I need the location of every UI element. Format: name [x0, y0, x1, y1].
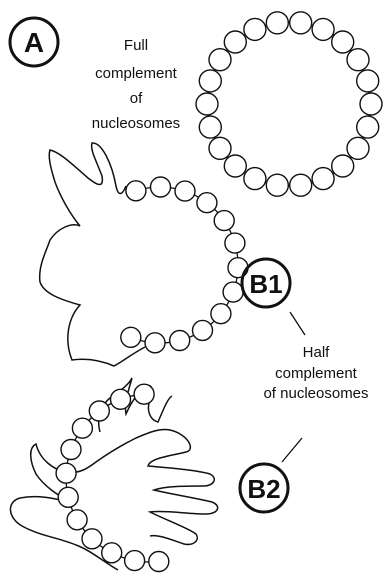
panel-a-nucleosome	[357, 116, 379, 138]
panel-b2-nucleosome	[67, 510, 87, 530]
panel-a-nucleosome	[347, 137, 369, 159]
panel-b1-nucleosome	[175, 181, 195, 201]
panel-a-nucleosome	[312, 168, 334, 190]
panel-a-label: A	[24, 27, 44, 58]
panel-a-nucleosome-ring	[196, 12, 382, 196]
panel-a-nucleosome	[266, 174, 288, 196]
panel-b2-label: B2	[247, 474, 280, 504]
panel-b1-nucleosome	[126, 181, 146, 201]
panel-b1-nucleosome	[170, 331, 190, 351]
panel-b2-nucleosome	[134, 384, 154, 404]
panel-a-nucleosome	[199, 70, 221, 92]
caption-full-line-1: Full	[124, 37, 148, 54]
caption-full: Full complement of nucleosomes	[92, 37, 180, 132]
panel-a-nucleosome	[209, 49, 231, 71]
panel-a-nucleosome	[360, 93, 382, 115]
panel-a-nucleosome	[290, 174, 312, 196]
connector-b1	[290, 312, 305, 335]
panel-b2-badge: B2	[240, 464, 288, 512]
panel-a-nucleosome	[196, 93, 218, 115]
panel-a-nucleosome	[199, 116, 221, 138]
caption-half-line-3: of nucleosomes	[263, 385, 368, 402]
panel-b2-nucleosome	[56, 463, 76, 483]
panel-b2-nucleosome	[89, 401, 109, 421]
panel-b1-nucleosome	[211, 304, 231, 324]
caption-full-line-3: of	[130, 90, 143, 107]
panel-a-nucleosome	[224, 31, 246, 53]
panel-b1-label: B1	[249, 269, 282, 299]
panel-a-nucleosome	[290, 12, 312, 34]
panel-b1-nucleosome	[145, 333, 165, 353]
panel-a-nucleosome	[224, 155, 246, 177]
panel-a-nucleosome	[266, 12, 288, 34]
panel-b2-nucleosome	[102, 543, 122, 563]
panel-a-nucleosome	[332, 31, 354, 53]
panel-a-nucleosome	[209, 137, 231, 159]
panel-b2-nucleosome	[111, 389, 131, 409]
caption-half-line-2: complement	[275, 365, 358, 382]
panel-b2-nucleosome	[125, 551, 145, 571]
caption-half: Half complement of nucleosomes	[263, 344, 368, 402]
panel-b1-nucleosome	[225, 233, 245, 253]
panel-b2-nucleosome	[72, 418, 92, 438]
panel-b1-nucleosome	[214, 211, 234, 231]
panel-b1-nucleosome	[121, 327, 141, 347]
panel-b2-nucleosome	[82, 529, 102, 549]
panel-a-nucleosome	[357, 70, 379, 92]
panel-b1-nucleosome	[223, 282, 243, 302]
panel-a-nucleosome	[244, 168, 266, 190]
panel-b1-badge: B1	[242, 259, 290, 307]
panel-a-nucleosome	[332, 155, 354, 177]
caption-full-line-2: complement	[95, 65, 178, 82]
panel-b1-nucleosome	[197, 193, 217, 213]
panel-b2-nucleosome	[149, 552, 169, 572]
panel-a-nucleosome	[312, 18, 334, 40]
panel-b1-nucleosome	[151, 177, 171, 197]
caption-full-line-4: nucleosomes	[92, 115, 180, 132]
panel-a-nucleosome	[347, 49, 369, 71]
panel-a-nucleosome	[244, 18, 266, 40]
panel-b2-nucleosome	[58, 487, 78, 507]
panel-b2-nucleosome-ring	[10, 378, 217, 572]
connector-b2	[282, 438, 302, 462]
caption-half-line-1: Half	[303, 344, 331, 361]
panel-b2-nucleosome	[61, 440, 81, 460]
panel-a-badge: A	[10, 18, 58, 66]
panel-b1-nucleosome	[193, 320, 213, 340]
panel-b1-nucleosome-ring	[40, 143, 248, 366]
